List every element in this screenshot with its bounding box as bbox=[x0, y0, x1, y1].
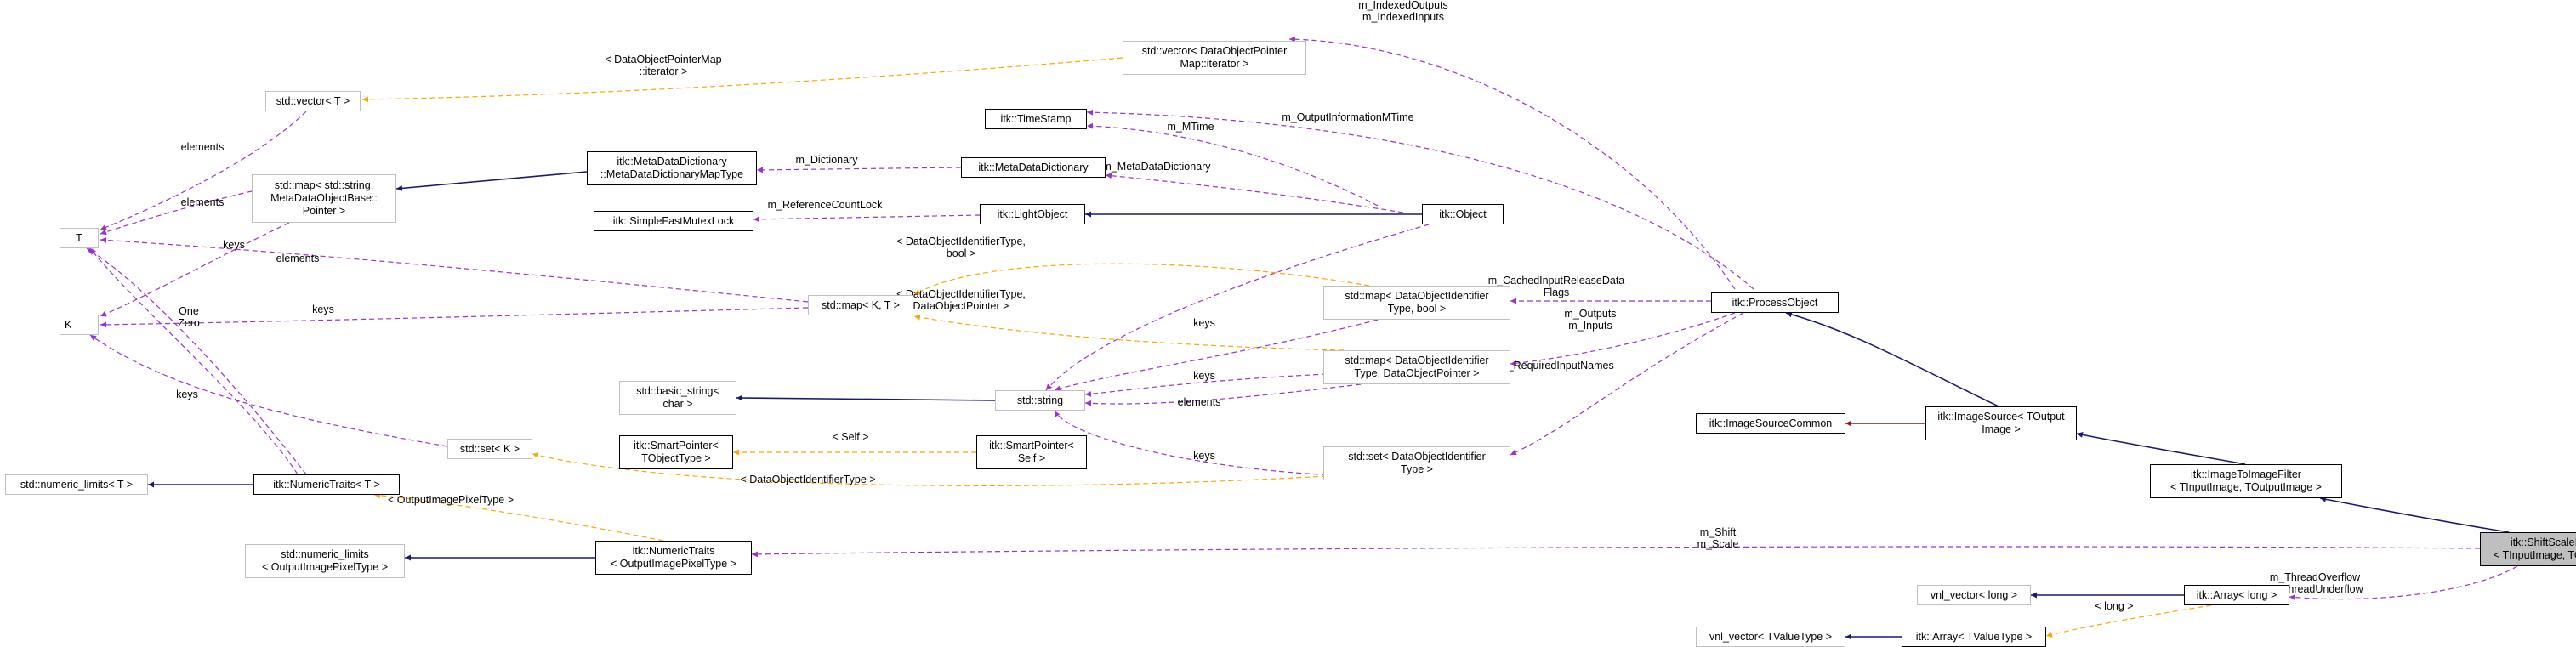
edge-imagesource-inherit bbox=[2076, 432, 2246, 465]
node-itk-numerictraits-T[interactable]: itk::NumericTraits< T > bbox=[253, 474, 400, 495]
edge-one-zero bbox=[89, 247, 299, 475]
node-itk-metadatadictionary-maptype[interactable]: itk::MetaDataDictionary ::MetaDataDictio… bbox=[587, 151, 757, 185]
edge-self-tmpl-label: < Self > bbox=[832, 431, 868, 443]
node-itk-object[interactable]: itk::Object bbox=[1422, 204, 1504, 224]
edge-map-string-elements-label: elements bbox=[181, 196, 225, 208]
edge-map-K-T-elements bbox=[100, 236, 809, 303]
edge-out-pixel-tmpl-label: < OutputImagePixelType > bbox=[388, 494, 514, 506]
node-itk-simplefastmutexlock[interactable]: itk::SimpleFastMutexLock bbox=[594, 211, 753, 231]
edge-dobj-set-tmpl-label: < DataObjectIdentifierType > bbox=[740, 474, 875, 485]
edge-m-required bbox=[1510, 312, 1744, 456]
edge-dobj-set-tmpl bbox=[532, 452, 1328, 486]
edge-dobj-ptr-tmpl bbox=[913, 314, 1345, 351]
node-itk-processobject[interactable]: itk::ProcessObject bbox=[1711, 292, 1839, 313]
node-itk-array-long[interactable]: itk::Array< long > bbox=[2184, 585, 2289, 605]
node-K[interactable]: K bbox=[60, 315, 99, 335]
node-itk-shiftscaleimagefilter[interactable]: itk::ShiftScaleImageFilter < TInputImage… bbox=[2480, 532, 2576, 566]
edge-vector-T-elements-label: elements bbox=[181, 141, 225, 153]
node-std-numeric-limits-outputimagepixeltype[interactable]: std::numeric_limits < OutputImagePixelTy… bbox=[245, 544, 405, 578]
edge-m-dictionary bbox=[756, 167, 962, 173]
edge-m-referencecountlock-label: m_ReferenceCountLock bbox=[768, 199, 884, 211]
edge-map-string-keys bbox=[100, 222, 290, 317]
edge-out-pixel-tmpl bbox=[373, 492, 664, 542]
node-itk-array-tvaluetype[interactable]: itk::Array< TValueType > bbox=[1902, 627, 2046, 647]
node-std-set-dataobjectidentifiertype[interactable]: std::set< DataObjectIdentifier Type > bbox=[1323, 446, 1510, 480]
edge-map-K-T-keys bbox=[100, 307, 809, 328]
edge-string-keys-ptr-label: keys bbox=[1193, 370, 1215, 382]
edge-m-metadatadictionary-label: m_MetaDataDictionary bbox=[1102, 161, 1211, 173]
node-itk-metadatadictionary[interactable]: itk::MetaDataDictionary bbox=[961, 157, 1106, 178]
edge-dobj-bool-tmpl bbox=[913, 263, 1370, 296]
edge-set-K-keys-label: keys bbox=[176, 389, 198, 400]
edge-m-outputinfo-label: m_OutputInformationMTime bbox=[1282, 111, 1413, 123]
node-vnl-vector-tvaluetype[interactable]: vnl_vector< TValueType > bbox=[1696, 627, 1845, 647]
edge-string-elements-label: elements bbox=[1178, 396, 1221, 408]
edge-m-shift-scale bbox=[751, 546, 2481, 558]
node-std-set-K[interactable]: std::set< K > bbox=[447, 439, 532, 459]
node-vnl-vector-long[interactable]: vnl_vector< long > bbox=[1917, 585, 2031, 605]
node-itk-imagesourcecommon[interactable]: itk::ImageSourceCommon bbox=[1696, 413, 1845, 434]
edge-string-elements bbox=[1084, 383, 1362, 406]
edge-set-dobj-keys-label: keys bbox=[1193, 450, 1215, 462]
edge-map-string-keys-label: keys bbox=[223, 239, 245, 251]
edge-dataobjectpointermap-iterator-label: < DataObjectPointerMap::iterator > bbox=[605, 54, 721, 77]
edge-vector-T-elements bbox=[100, 111, 307, 230]
edge-long-tmpl-label: < long > bbox=[2095, 600, 2133, 612]
node-std-map-dataobjectidentifiertype-dataobjectpointer[interactable]: std::map< DataObjectIdentifier Type, Dat… bbox=[1323, 350, 1510, 384]
edge-m-referencecountlock bbox=[753, 214, 981, 223]
edge-map-string-elements bbox=[100, 190, 253, 236]
edge-m-objectname bbox=[1045, 224, 1430, 391]
edge-m-required-label: m_RequiredInputNames bbox=[1498, 360, 1614, 372]
node-itk-timestamp[interactable]: itk::TimeStamp bbox=[985, 109, 1087, 129]
node-std-numeric-limits-T[interactable]: std::numeric_limits< T > bbox=[5, 474, 148, 495]
edge-m-metadatadictionary bbox=[1105, 173, 1404, 213]
node-std-map-string-metadataobjectbase[interactable]: std::map< std::string, MetaDataObjectBas… bbox=[252, 174, 396, 223]
node-itk-imagesource[interactable]: itk::ImageSource< TOutput Image > bbox=[1925, 406, 2077, 440]
edge-m-outputinfo bbox=[1086, 109, 1754, 290]
node-itk-imagetoimagefilter[interactable]: itk::ImageToImageFilter < TInputImage, T… bbox=[2150, 464, 2342, 498]
edge-map-K-T-elements-label: elements bbox=[276, 253, 320, 264]
edge-basic-string-inherit bbox=[736, 394, 996, 401]
node-itk-lightobject[interactable]: itk::LightObject bbox=[980, 204, 1085, 224]
node-itk-smartpointer-self[interactable]: itk::SmartPointer< Self > bbox=[976, 435, 1087, 469]
edge-set-K-keys bbox=[89, 334, 448, 447]
edge-m-outputs-inputs bbox=[1510, 312, 1736, 366]
node-itk-numerictraits-outputimagepixeltype[interactable]: itk::NumericTraits < OutputImagePixelTyp… bbox=[595, 541, 752, 575]
node-std-vector-dataobjectpointermap-iterator[interactable]: std::vector< DataObjectPointer Map::iter… bbox=[1123, 41, 1306, 75]
edge-m-dictionary-label: m_Dictionary bbox=[796, 154, 859, 166]
node-std-basic-string-char[interactable]: std::basic_string< char > bbox=[619, 381, 736, 415]
edge-map-K-T-keys-label: keys bbox=[312, 304, 334, 315]
edge-dobj-ptr-tmpl-label: < DataObjectIdentifierType,DataObjectPoi… bbox=[896, 288, 1026, 312]
edge-dataobjectpointermap-iterator bbox=[361, 57, 1123, 103]
node-T[interactable]: T bbox=[60, 228, 99, 248]
edge-m-mtime-label: m_MTime bbox=[1167, 121, 1214, 133]
node-std-map-dataobjectidentifiertype-bool[interactable]: std::map< DataObjectIdentifier Type, boo… bbox=[1323, 286, 1510, 320]
edge-m-mtime bbox=[1086, 122, 1379, 207]
edge-string-keys-bool-label: keys bbox=[1193, 317, 1215, 329]
edge-map-dictionary-inherit bbox=[395, 171, 588, 191]
edge-numerictraits-T-uses bbox=[86, 247, 307, 475]
node-itk-smartpointer-tobjecttype[interactable]: itk::SmartPointer< TObjectType > bbox=[619, 435, 733, 469]
edge-imagetoimage-inherit bbox=[2319, 496, 2510, 533]
edge-processobject-inherit bbox=[1785, 311, 1999, 407]
edge-m-indexed bbox=[1288, 36, 1736, 290]
node-std-map-K-T[interactable]: std::map< K, T > bbox=[808, 295, 913, 315]
edge-dobj-bool-tmpl-label: < DataObjectIdentifierType,bool > bbox=[896, 236, 1026, 259]
edge-set-dobj-keys bbox=[1054, 410, 1379, 477]
node-std-string[interactable]: std::string bbox=[995, 390, 1085, 411]
edge-string-keys-ptr bbox=[1084, 373, 1328, 397]
node-std-vector-T[interactable]: std::vector< T > bbox=[265, 91, 361, 111]
